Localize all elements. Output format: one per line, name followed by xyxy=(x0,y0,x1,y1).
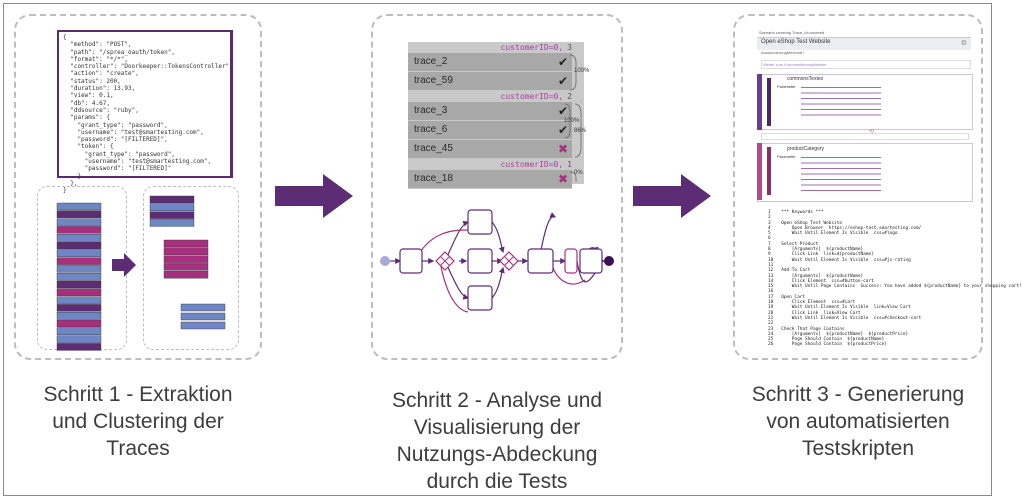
step2-panel xyxy=(371,14,623,360)
trace-bar xyxy=(180,312,226,321)
coverage-percent: 100% xyxy=(574,68,590,74)
trace-bar xyxy=(56,233,102,242)
figure-frame xyxy=(3,3,992,496)
step1-panel xyxy=(14,14,262,360)
trace-bar xyxy=(56,335,102,343)
clustered-trace-bars xyxy=(149,195,226,330)
trace-bar xyxy=(149,195,195,204)
trace-bar xyxy=(180,303,226,312)
trace-bar xyxy=(56,218,102,226)
cluster-arrow-icon xyxy=(112,253,136,277)
check-icon: ✔ xyxy=(557,104,568,118)
trace-bar xyxy=(56,257,102,265)
trace-bar xyxy=(56,296,102,304)
doc-title: Open eShop Test Website xyxy=(761,39,831,45)
trace-bar xyxy=(163,263,209,271)
trace-row[interactable]: trace_6✔ xyxy=(408,121,572,140)
check-icon: ✔ xyxy=(557,55,568,69)
step2-caption: Schritt 2 - Analyse und Visualisierung d… xyxy=(391,389,603,493)
params-label: Parameter xyxy=(777,154,796,159)
cluster-target-panel xyxy=(143,186,239,350)
trace-bar xyxy=(149,211,195,219)
trace-bar xyxy=(56,202,102,211)
trace-bar xyxy=(149,203,195,212)
json-log-text: { "method": "POST", "path": "/sprea_oaut… xyxy=(63,34,233,195)
trace-bar xyxy=(56,327,102,335)
trace-bar xyxy=(56,304,102,312)
trace-bar xyxy=(56,210,102,219)
step-arrow-1 xyxy=(275,174,353,218)
step-arrow-2 xyxy=(633,174,711,218)
trace-bar xyxy=(56,312,102,320)
trace-row[interactable]: trace_45✖ xyxy=(408,140,572,159)
coverage-percent: 86% xyxy=(574,128,587,134)
element-label: commonsTextes xyxy=(787,76,824,82)
params-lines xyxy=(801,84,881,120)
trace-bar xyxy=(56,273,102,281)
step-bar xyxy=(767,147,771,195)
group-header: customerID=0,1 xyxy=(500,160,572,169)
trace-bar xyxy=(180,321,226,330)
trace-bar xyxy=(163,247,209,256)
trace-bar xyxy=(163,239,209,248)
trace-row[interactable]: trace_2✔ xyxy=(408,53,572,72)
start-node-icon xyxy=(380,256,390,266)
trace-bar xyxy=(56,226,102,234)
trace-row[interactable]: trace_18✖ xyxy=(408,170,572,189)
coverage-brackets xyxy=(564,54,582,182)
trace-row[interactable]: trace_3✔ xyxy=(408,102,572,121)
trace-bars-diagram xyxy=(56,195,226,351)
step-bar xyxy=(757,143,762,200)
element-label: productCategory xyxy=(787,146,824,152)
trace-bar xyxy=(56,280,102,289)
comment-link[interactable]: Weiter zum Kommentierungsfenster xyxy=(761,60,971,69)
json-log-box: { "method": "POST", "path": "/sprea_oaut… xyxy=(57,30,233,194)
robot-script-text: 1 *** Keywords *** 2 3 Open eShop Test W… xyxy=(768,210,1022,348)
trace-bar xyxy=(163,271,209,279)
params-lines xyxy=(801,154,881,192)
robot-script: 1 *** Keywords *** 2 3 Open eShop Test W… xyxy=(768,210,1022,348)
end-node-icon xyxy=(604,256,614,266)
step3-caption: Schritt 3 - Generierung von automatisier… xyxy=(751,383,965,460)
unsorted-trace-bars xyxy=(56,202,102,351)
trace-bar xyxy=(56,265,102,273)
gear-icon: ⚙ xyxy=(960,40,967,47)
test-scenario-document: Scenario covering Trace_Id=covered Open … xyxy=(757,30,973,202)
trace-bar xyxy=(163,255,209,263)
trace-coverage-table: customerID=0,3 trace_2✔ trace_59✔ custom… xyxy=(408,42,589,189)
params-label: Parameter xyxy=(777,84,796,89)
check-icon: ✔ xyxy=(557,123,568,137)
rotate-icon[interactable]: ⟲ xyxy=(869,129,875,135)
step-bar xyxy=(757,74,762,130)
coverage-percent: 100% xyxy=(564,118,580,124)
usage-process-graph xyxy=(380,209,614,313)
group-header: customerID=0,2 xyxy=(500,92,572,101)
doc-subtitle: AussonderungMerkmal? xyxy=(761,50,805,55)
cross-icon: ✖ xyxy=(557,172,568,186)
trace-bar xyxy=(56,343,102,351)
check-icon: ✔ xyxy=(557,74,568,88)
trace-bar xyxy=(56,241,102,250)
trace-row[interactable]: trace_59✔ xyxy=(408,72,572,91)
doc-header: Scenario covering Trace_Id=covered xyxy=(759,30,825,35)
trace-bar xyxy=(56,249,102,258)
trace-bar xyxy=(56,319,102,328)
step1-caption: Schritt 1 - Extraktion und Clustering de… xyxy=(43,383,233,460)
trace-bar xyxy=(56,288,102,296)
group-header: customerID=0,3 xyxy=(500,43,572,52)
step-bar xyxy=(767,78,771,126)
cross-icon: ✖ xyxy=(557,142,568,156)
step3-panel xyxy=(733,14,983,360)
coverage-percent: 0% xyxy=(574,170,583,176)
trace-bar xyxy=(149,219,195,227)
